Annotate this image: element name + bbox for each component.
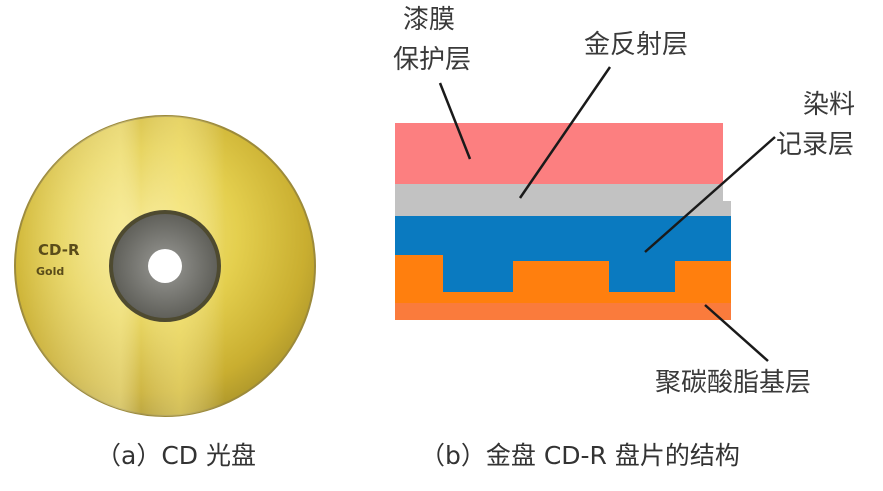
lacquer-protective-layer-shape bbox=[395, 123, 723, 184]
disc-print-brand: Gold bbox=[36, 265, 64, 278]
label-substrate: 聚碳酸脂基层 bbox=[655, 368, 812, 398]
disc-print-cdr: CD-R bbox=[38, 241, 80, 259]
label-lacquer-line2: 保护层 bbox=[393, 45, 472, 75]
leader-reflective bbox=[518, 66, 612, 199]
disc-hole bbox=[148, 249, 182, 283]
gold-reflective-layer-shape bbox=[395, 184, 731, 216]
substrate-bottom bbox=[395, 303, 731, 320]
leader-substrate bbox=[704, 304, 769, 362]
cd-disc-image: CD-R Gold bbox=[14, 115, 316, 417]
polycarbonate-substrate-layer bbox=[395, 255, 731, 303]
leader-lacquer bbox=[438, 82, 472, 160]
label-dye-line1: 染料 bbox=[803, 90, 856, 120]
cdr-structure-diagram bbox=[395, 66, 776, 362]
caption-b: （b）金盘 CD-R 盘片的结构 bbox=[420, 441, 740, 470]
dye-recording-layer-shape bbox=[395, 216, 731, 292]
caption-a: （a）CD 光盘 bbox=[96, 441, 256, 470]
label-dye-line2: 记录层 bbox=[776, 130, 855, 160]
label-reflective: 金反射层 bbox=[584, 30, 689, 60]
leader-dye bbox=[644, 136, 776, 253]
label-lacquer-line1: 漆膜 bbox=[403, 5, 456, 35]
